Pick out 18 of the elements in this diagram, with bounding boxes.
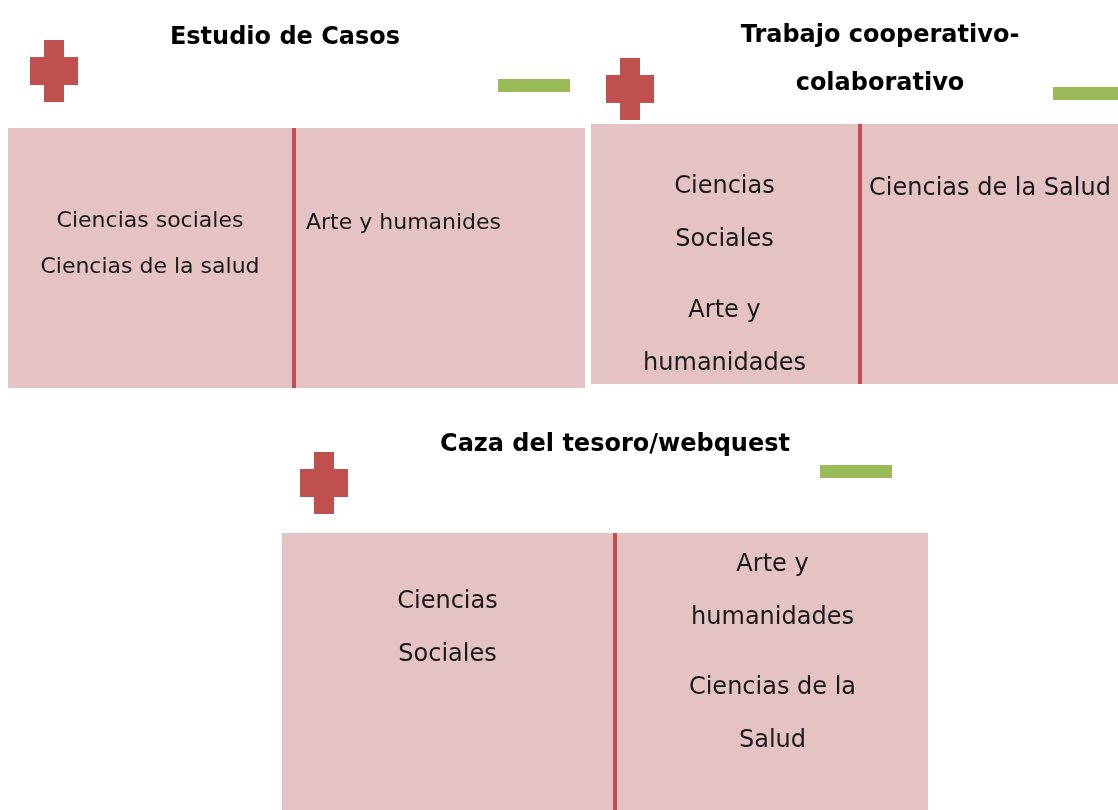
section-title: Caza del tesoro/webquest [439,428,791,459]
category-panel [292,128,585,388]
category-text: Arte y humanidades [642,294,807,378]
category-panel [613,533,928,810]
category-text: Ciencias Sociales [673,170,776,254]
category-panel [591,124,858,384]
category-text: Ciencias sociales [56,206,244,234]
category-text: Ciencias de la Salud [869,172,1111,203]
section-title: Trabajo cooperativo- colaborativo [739,19,1021,98]
category-text: Arte y humanides [306,208,502,236]
section-title: Estudio de Casos [168,21,402,52]
category-text: Arte y humanidades [690,548,855,632]
category-panel [282,533,613,810]
category-panel [858,124,1118,384]
category-text: Ciencias de la Salud [687,671,858,755]
category-text: Ciencias de la salud [40,252,260,280]
category-panel [8,128,292,388]
category-text: Ciencias Sociales [396,585,499,669]
